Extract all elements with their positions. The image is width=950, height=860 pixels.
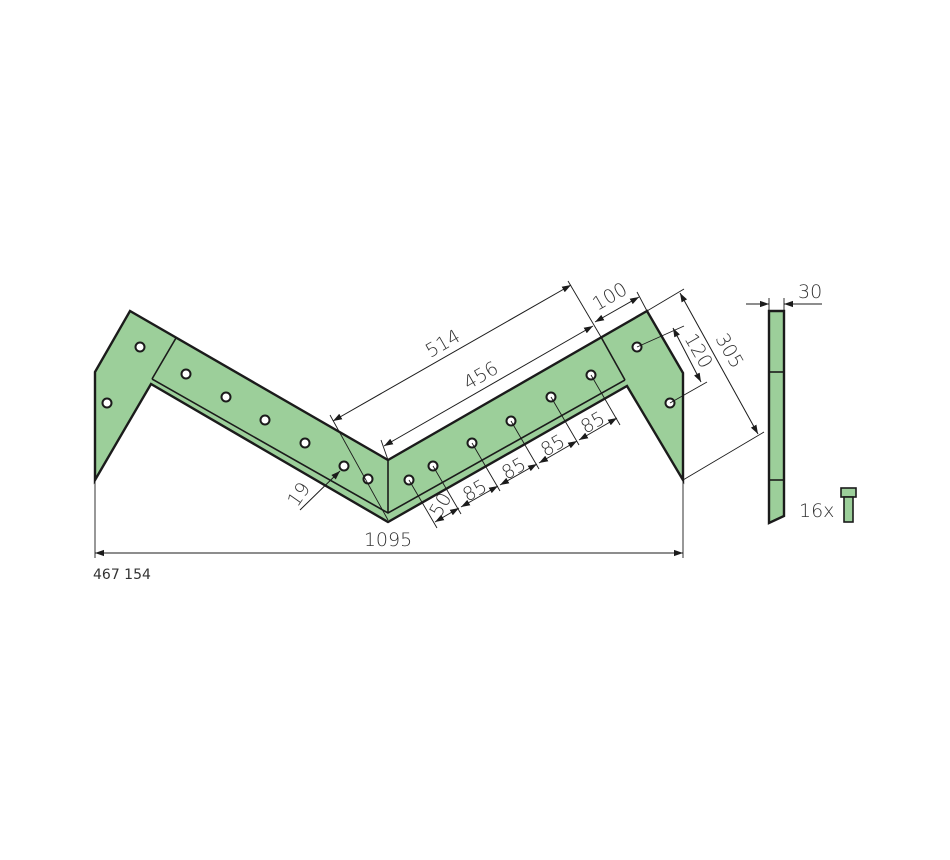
dimension-label: 456 (460, 357, 502, 394)
hole (299, 437, 311, 449)
hole (134, 341, 146, 353)
hole (220, 391, 232, 403)
dimension-label: 30 (798, 281, 822, 303)
right-wing-seam (600, 336, 626, 381)
left-strip-bottom (150, 383, 389, 523)
hole (101, 397, 113, 409)
part-number: 467 154 (93, 567, 151, 583)
bolt-quantity: 16x (799, 500, 834, 522)
hole (180, 368, 192, 380)
dimension-label: 305 (711, 330, 748, 372)
dimension-label: 19 (283, 478, 315, 510)
dimension-overall-width: 1095 (94, 480, 684, 558)
left-wing-seam (151, 337, 177, 380)
hole (259, 414, 271, 426)
blade-side-view: 30 (746, 281, 822, 525)
hole (338, 460, 350, 472)
bolt-icon (840, 487, 857, 523)
dimension-label: 100 (589, 278, 631, 315)
dimension-label: 1095 (364, 529, 412, 551)
dimension-label: 514 (422, 325, 464, 362)
side-profile (767, 309, 786, 525)
